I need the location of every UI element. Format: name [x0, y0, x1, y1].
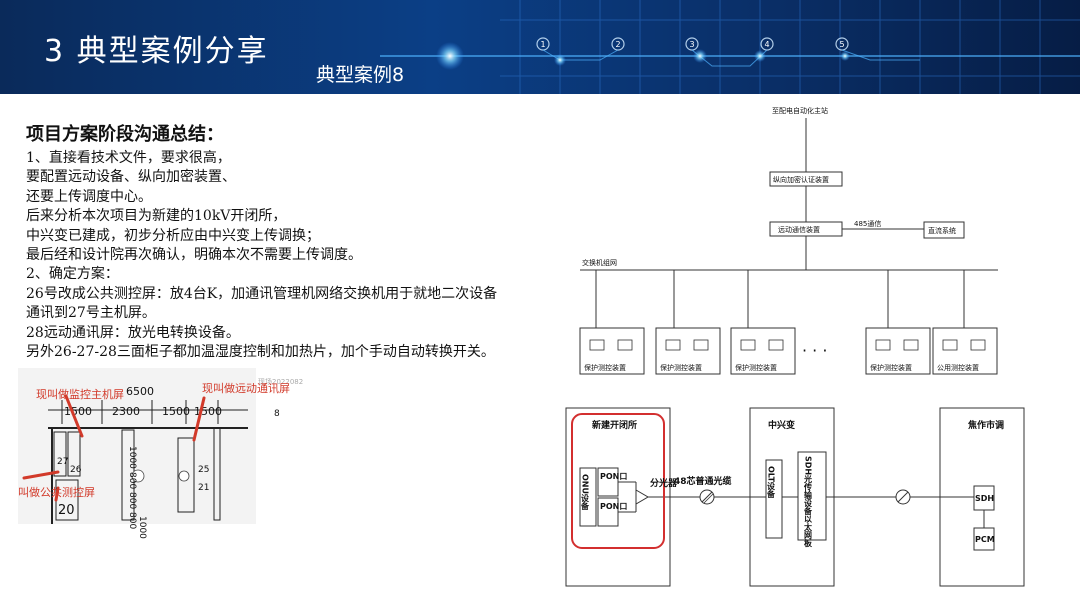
- pcm-label: PCM: [975, 535, 995, 544]
- device-label: 保护测控装置: [584, 363, 626, 372]
- dim-label: 1000: [137, 516, 147, 539]
- olt-device-label: OLT设备: [766, 466, 776, 499]
- watermark-text: 现场2022082: [258, 377, 303, 386]
- dim-label: 800: [127, 492, 137, 509]
- dc-system-label: 直流系统: [928, 226, 956, 235]
- site3-title: 焦作市调: [967, 419, 1004, 431]
- summary-line: 后来分析本次项目为新建的10kV开闭所，: [26, 208, 287, 225]
- step-marker-1: 1: [540, 40, 545, 49]
- label-public-control: 叫做公共测控屏: [18, 485, 95, 499]
- summary-line: 最后经和设计院再次确认，明确本次不需要上传调度。: [26, 247, 362, 264]
- header-banner: 1 2 3 4 5 3 典型案例分享 典型案例8: [0, 0, 1080, 94]
- cable-label: 48芯普通光缆: [674, 475, 732, 487]
- device-label: 公用测控装置: [937, 363, 979, 372]
- cabinet-number: 26: [70, 465, 82, 475]
- device-label: 保护测控装置: [870, 363, 912, 372]
- summary-line: 28远动通讯屏：放光电转换设备。: [26, 324, 240, 341]
- dim-label: 1500: [64, 405, 92, 418]
- cabinet-number: 21: [198, 483, 209, 493]
- telecontrol-device-label: 远动通信装置: [778, 225, 820, 234]
- summary-line: 要配置远动设备、纵向加密装置、: [26, 169, 236, 186]
- network-topology-diagram: 至配电自动化主站 纵向加密认证装置 远动通信装置 485通信 直流系统 交换机组…: [579, 106, 998, 375]
- floor-plan-drawing: 6500 1500 2300 1500 1500 1000 800 800 80…: [18, 368, 312, 539]
- step-marker-3: 3: [689, 40, 694, 49]
- fiber-transmission-diagram: 新建开闭所 中兴变 焦作市调 分光器 48芯普通光缆 ONU设备 PON口 PO…: [565, 407, 1025, 587]
- cabinet-number: 20: [58, 503, 75, 518]
- dim-label: 800: [127, 472, 137, 489]
- page-title: 3 典型案例分享: [44, 34, 269, 69]
- dim-label: 8: [274, 409, 280, 419]
- summary-line: 通讯到27号主机屏。: [26, 305, 156, 322]
- site2-title: 中兴变: [768, 419, 795, 431]
- dim-label: 800: [127, 512, 137, 529]
- ellipsis-indicator: · · ·: [802, 341, 827, 360]
- cabinet-number: 25: [198, 465, 209, 475]
- summary-section: 项目方案阶段沟通总结： 1、直接看技术文件，要求很高， 要配置远动设备、纵向加密…: [26, 120, 566, 362]
- label-monitor-host: 现叫做监控主机屏: [36, 387, 124, 401]
- page-subtitle: 典型案例8: [316, 64, 405, 86]
- summary-line: 还要上传调度中心。: [26, 188, 152, 205]
- dim-label: 1500: [162, 405, 190, 418]
- summary-line: 1、直接看技术文件，要求很高，: [26, 150, 231, 166]
- pon-port-label: PON口: [600, 472, 627, 481]
- device-label: 保护测控装置: [660, 363, 702, 372]
- summary-heading: 项目方案阶段沟通总结：: [26, 124, 224, 145]
- summary-line: 中兴变已建成，初步分析应由中兴变上传调换；: [26, 227, 320, 244]
- highlight-box: [571, 413, 665, 549]
- header-decoration: 1 2 3 4 5: [380, 0, 1080, 94]
- summary-line: 另外26-27-28三面柜子都加温湿度控制和加热片，加个手动自动转换开关。: [26, 344, 495, 361]
- encryption-device-label: 纵向加密认证装置: [773, 175, 829, 184]
- summary-line: 2、确定方案：: [26, 266, 119, 283]
- device-label: 保护测控装置: [735, 363, 777, 372]
- link-485-label: 485通信: [854, 219, 881, 228]
- dim-label: 1000: [127, 446, 137, 469]
- summary-line: 26号改成公共测控屏：放4台K，加通讯管理机网络交换机用于就地二次设备: [26, 285, 498, 302]
- master-station-label: 至配电自动化主站: [772, 106, 828, 115]
- step-marker-2: 2: [615, 40, 620, 49]
- splitter-label: 分光器: [650, 477, 678, 489]
- cabinet-number: 27: [57, 457, 68, 467]
- onu-device-label: ONU设备: [580, 474, 590, 511]
- dim-label: 2300: [112, 405, 140, 418]
- sdh-transmission-label: SDH光传输设备以太网板: [803, 456, 813, 548]
- dim-label: 6500: [126, 385, 154, 398]
- fiber-link-icon: [895, 489, 911, 505]
- device-port-icons: [589, 339, 986, 351]
- floor-plan-image: 6500 1500 2300 1500 1500 1000 800 800 80…: [18, 368, 312, 539]
- step-marker-5: 5: [839, 40, 844, 49]
- sdh-label: SDH: [975, 494, 994, 503]
- site1-title: 新建开闭所: [592, 419, 637, 431]
- switch-network-label: 交换机组网: [582, 258, 617, 267]
- label-telecontrol: 现叫做远动通讯屏: [202, 381, 290, 395]
- fiber-cable-icon: [699, 489, 715, 505]
- step-marker-4: 4: [764, 40, 769, 49]
- pon-port-label: PON口: [600, 502, 627, 511]
